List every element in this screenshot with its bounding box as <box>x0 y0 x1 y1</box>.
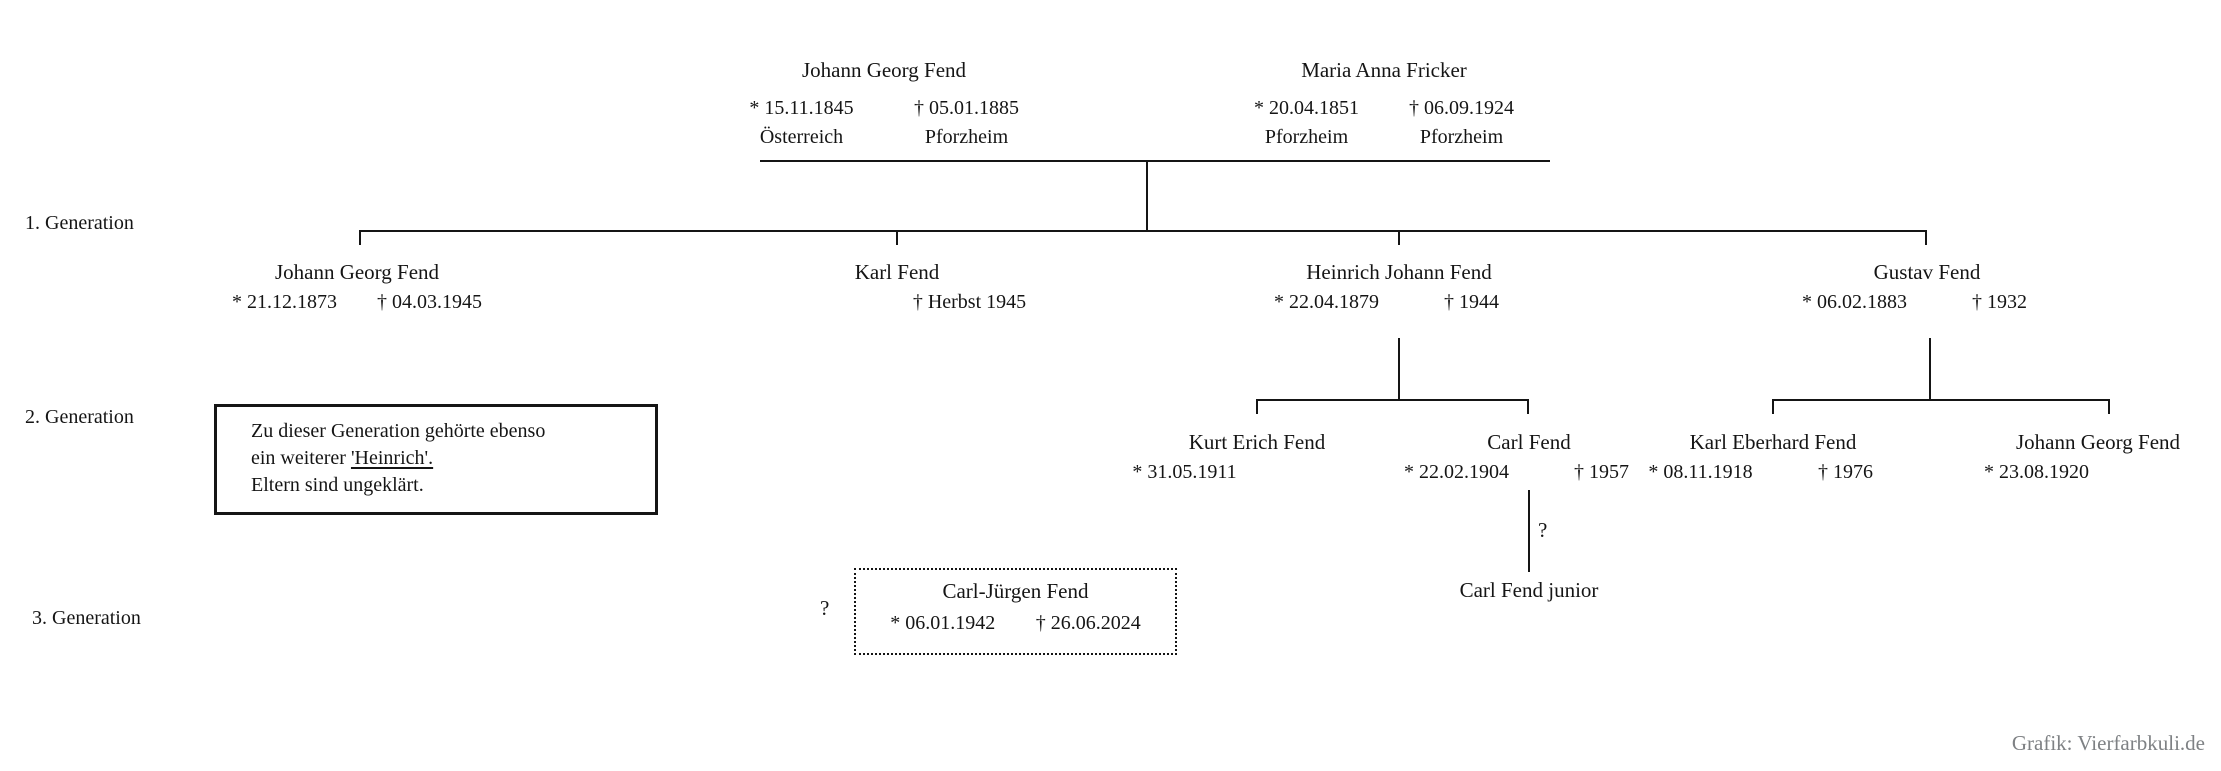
tick-gustav <box>1925 230 1927 245</box>
person-card-heinrich-johann-fend-g1: Heinrich Johann Fend * 22.04.1879 † 1944 <box>1254 258 1544 315</box>
person-name: Kurt Erich Fend <box>1188 430 1326 454</box>
person-card-carl-juergen-fend-g3: Carl-Jürgen Fend * 06.01.1942 † 26.06.20… <box>854 568 1177 655</box>
gustav-drop-line <box>1929 338 1931 400</box>
generation-1-label: 1. Generation <box>25 212 134 234</box>
birth-date: * 20.04.1851 <box>1254 97 1359 119</box>
gustav-children-line <box>1773 399 2110 401</box>
person-card-johann-georg-fend-g1: Johann Georg Fend * 21.12.1873 † 04.03.1… <box>212 258 502 315</box>
person-card-karl-eberhard-fend-g2: Karl Eberhard Fend * 08.11.1918 † 1976 <box>1628 428 1918 485</box>
birth-date: * 15.11.1845 <box>749 97 854 119</box>
birth-date: * 31.05.1911 <box>1132 461 1237 483</box>
generation1-sibling-line <box>360 230 1927 232</box>
person-name: Karl Eberhard Fend <box>1689 430 1857 454</box>
generation-3-label: 3. Generation <box>32 607 141 629</box>
person-card-maria-anna-fricker: Maria Anna Fricker * 20.04.1851 † 06.09.… <box>1229 56 1539 150</box>
death-date: † 1976 <box>1818 461 1873 483</box>
note-line-3: Eltern sind ungeklärt. <box>251 474 424 496</box>
uncertainty-question-mark-box: ? <box>820 596 830 620</box>
person-card-karl-fend-g1: Karl Fend † Herbst 1945 <box>752 258 1042 315</box>
death-place: Pforzheim <box>924 126 1009 148</box>
person-card-carl-fend-g2: Carl Fend * 22.02.1904 † 1957 <box>1384 428 1674 485</box>
person-card-johann-georg-fend-g2: Johann Georg Fend * 23.08.1920 <box>1975 428 2221 485</box>
birth-date: * 06.02.1883 <box>1802 291 1907 313</box>
person-card-kurt-erich-fend-g2: Kurt Erich Fend * 31.05.1911 <box>1112 428 1402 485</box>
note-line-2: ein weiterer 'Heinrich'. <box>251 445 647 472</box>
carl-junior-connector-line <box>1528 490 1530 572</box>
birth-date: * 06.01.1942 <box>890 612 996 634</box>
tick-karl <box>896 230 898 245</box>
death-date: † 1944 <box>1444 291 1499 313</box>
birth-place: Pforzheim <box>1264 126 1349 148</box>
marriage-line <box>760 160 1550 162</box>
note-line-1: Zu dieser Generation gehörte ebenso <box>251 420 546 442</box>
death-date: † Herbst 1945 <box>912 291 1027 313</box>
death-place: Pforzheim <box>1419 126 1504 148</box>
tick-johann-georg <box>359 230 361 245</box>
person-name: Carl Fend <box>1487 430 1571 454</box>
person-name: Gustav Fend <box>1873 260 1981 284</box>
birth-date: * 23.08.1920 <box>1984 461 2089 483</box>
death-date <box>1257 459 1402 485</box>
birth-date: * 22.02.1904 <box>1404 461 1509 483</box>
tick-heinrich <box>1398 230 1400 245</box>
note-line-2-prefix: ein weiterer <box>251 447 351 469</box>
birth-date: * 22.04.1879 <box>1274 291 1379 313</box>
note-line-2-underlined: 'Heinrich'. <box>350 447 434 469</box>
heinrich-children-line <box>1257 399 1529 401</box>
uncertainty-question-mark-connector: ? <box>1538 518 1548 542</box>
person-name: Heinrich Johann Fend <box>1306 260 1492 284</box>
death-date <box>2098 459 2221 485</box>
person-name: Johann Georg Fend <box>2015 430 2181 454</box>
person-name: Carl-Jürgen Fend <box>942 579 1089 603</box>
generation2-note-box: Zu dieser Generation gehörte ebenso ein … <box>214 404 658 515</box>
person-card-johann-georg-fend-father: Johann Georg Fend * 15.11.1845 † 05.01.1… <box>719 56 1049 150</box>
person-card-carl-fend-junior-g3: Carl Fend junior <box>1459 578 1599 602</box>
death-date: † 26.06.2024 <box>1035 612 1141 634</box>
birth-date: * 08.11.1918 <box>1648 461 1753 483</box>
person-name: Johann Georg Fend <box>801 58 967 82</box>
death-date: † 1932 <box>1972 291 2027 313</box>
tick-carl <box>1527 399 1529 414</box>
person-name: Maria Anna Fricker <box>1301 58 1467 82</box>
tick-kurt-erich <box>1256 399 1258 414</box>
tick-karl-eberhard <box>1772 399 1774 414</box>
heinrich-drop-line <box>1398 338 1400 400</box>
tick-johann-georg-2 <box>2108 399 2110 414</box>
person-card-gustav-fend-g1: Gustav Fend * 06.02.1883 † 1932 <box>1782 258 2072 315</box>
death-date: † 1957 <box>1574 461 1629 483</box>
person-name: Karl Fend <box>854 260 940 284</box>
person-name: Johann Georg Fend <box>274 260 440 284</box>
parents-drop-line <box>1146 160 1148 232</box>
death-date: † 06.09.1924 <box>1409 97 1514 119</box>
generation-2-label: 2. Generation <box>25 406 134 428</box>
birth-date <box>752 289 897 315</box>
death-date: † 04.03.1945 <box>377 291 482 313</box>
birth-place: Österreich <box>759 126 844 148</box>
graphic-credit: Grafik: Vierfarbkuli.de <box>2011 731 2205 755</box>
death-date: † 05.01.1885 <box>914 97 1019 119</box>
birth-date: * 21.12.1873 <box>232 291 337 313</box>
